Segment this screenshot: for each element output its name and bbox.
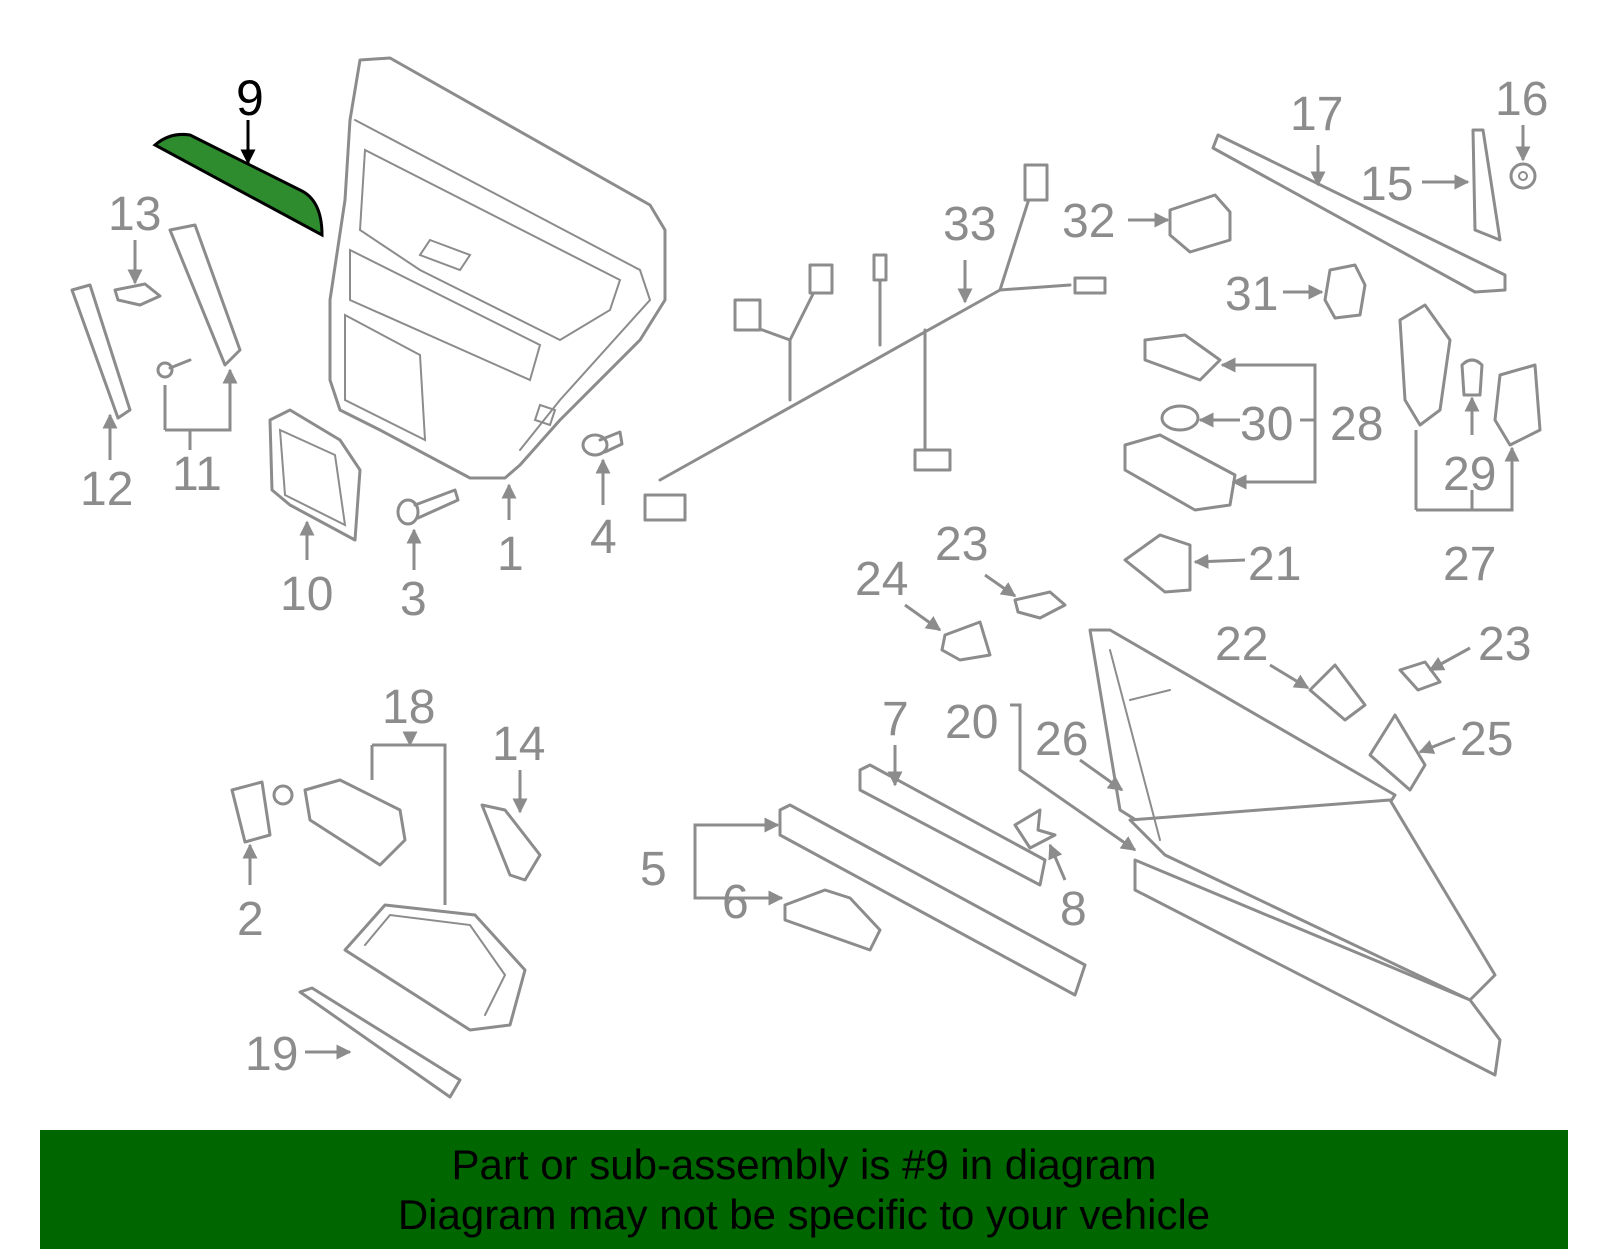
label-24: 24 [855,553,908,606]
label-18: 18 [382,681,435,734]
part-19-trim-plate[interactable] [298,986,462,1099]
part-16-grommet[interactable] [1509,162,1537,190]
part-29-bulb[interactable] [1460,358,1484,397]
label-17: 17 [1290,88,1343,141]
part-18-armrest[interactable] [303,778,527,1032]
label-32: 32 [1062,195,1115,248]
label-1: 1 [497,528,524,581]
banner-line-2: Diagram may not be specific to your vehi… [397,1191,1211,1238]
part-12-trim[interactable] [70,283,132,420]
part-1-door-panel[interactable] [328,56,667,480]
label-23-upper: 23 [935,518,988,571]
part-2-switch[interactable] [230,780,294,844]
part-31-switch[interactable] [1323,263,1367,320]
part-6-bracket[interactable] [783,888,882,952]
label-7: 7 [882,693,909,746]
part-14-cover[interactable] [480,803,542,882]
label-20: 20 [945,696,998,749]
label-29: 29 [1443,448,1496,501]
part-32-switch[interactable] [1168,193,1232,254]
part-33-wiring-harness[interactable] [643,163,1107,522]
label-21: 21 [1248,538,1301,591]
label-16: 16 [1495,73,1548,126]
label-31: 31 [1225,268,1278,321]
label-25: 25 [1460,713,1513,766]
part-25-bracket[interactable] [1368,713,1427,792]
label-9: 9 [236,70,264,126]
label-12: 12 [80,463,133,516]
part-17-seal-strip[interactable] [1211,133,1507,294]
label-6: 6 [722,876,749,929]
label-3: 3 [400,573,427,626]
label-23-lower: 23 [1478,618,1531,671]
label-8: 8 [1060,883,1087,936]
label-5: 5 [640,843,667,896]
part-11-bracket[interactable] [156,223,242,379]
label-2: 2 [237,893,264,946]
banner-line-1: Part or sub-assembly is #9 in diagram [451,1141,1157,1188]
part-23-clip-upper[interactable] [1013,590,1067,620]
label-33: 33 [943,198,996,251]
part-27-lamp-assembly[interactable] [1398,303,1542,447]
part-3-screw[interactable] [396,488,460,526]
part-21-bracket[interactable] [1123,533,1192,594]
label-28: 28 [1330,398,1383,451]
label-11: 11 [172,448,222,501]
label-22: 22 [1215,618,1268,671]
label-27: 27 [1443,538,1496,591]
part-28-lamp-housing[interactable] [1123,333,1237,512]
part-13-clip[interactable] [113,282,162,307]
label-13: 13 [108,188,161,241]
label-15: 15 [1360,158,1413,211]
part-26-sunshade[interactable] [1088,628,1497,1002]
part-15-trim[interactable] [1471,128,1502,242]
part-20-rail[interactable] [1133,858,1502,1077]
label-10: 10 [280,568,333,621]
label-30: 30 [1240,398,1293,451]
label-26: 26 [1035,713,1088,766]
part-24-bracket[interactable] [940,620,992,662]
part-4-clip[interactable] [581,430,624,457]
notice-banner: Part or sub-assembly is #9 in diagram Di… [40,1130,1568,1249]
part-10-cover[interactable] [268,408,362,542]
part-30-bulb[interactable] [1160,404,1200,432]
part-7-trim-strip[interactable] [858,763,1047,887]
part-9-trim-strip[interactable] [152,133,324,238]
part-8-clip[interactable] [1013,808,1057,850]
part-22-handle[interactable] [1308,663,1367,722]
part-5-sill-trim[interactable] [778,803,1087,997]
label-14: 14 [492,718,545,771]
label-4: 4 [590,511,617,564]
label-19: 19 [245,1028,298,1081]
